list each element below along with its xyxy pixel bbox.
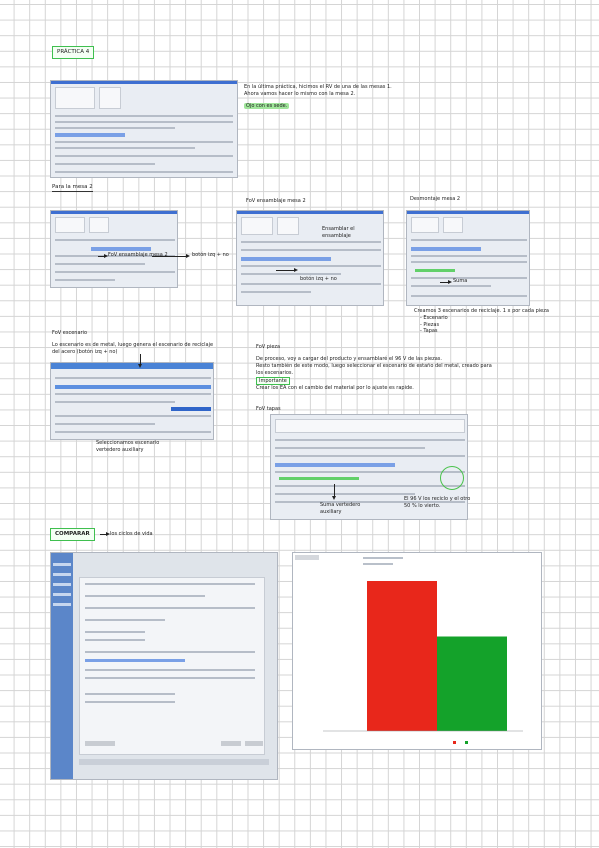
fov-tapas-label: FoV tapas [256,406,281,412]
fov-pieza-text-1: De proceso, voy a cargar del producto y … [256,356,442,362]
arrow-boton-2 [276,268,298,272]
screenshot-desmontaje [406,210,530,306]
fov-escenario-text: Lo escenario es de metal, luego genera e… [52,342,214,355]
label-boton: botón izq + no [192,252,229,258]
arrow-escenario [138,354,142,368]
arrow-suma-vertedero [332,484,336,500]
screenshot-pieza [270,414,468,520]
fov-pieza-heading: FoV pieza [256,344,281,350]
arrow-fov [98,254,108,258]
important-tag: Importante [256,377,290,386]
green-note: El 96 V los reciclo y el otro 50 % lo vi… [404,496,471,509]
intro-text: En la última práctica, hicimos el RV de … [244,84,424,109]
screenshot-ensamblaje [236,210,384,306]
bar-chart [323,581,523,744]
screenshot-escenario [50,362,214,440]
section-mesa-heading: Para la mesa 2 [52,184,93,193]
legend-swatch-red [453,741,456,744]
fov-escenario-heading: FoV escenario [52,330,88,336]
creamos-item-text: Escenario [423,314,448,321]
creamos-block: Creamos 3 escenarios de reciclaje. 1 x p… [414,308,594,335]
label-desmontaje: Desmontaje mesa 2 [410,196,461,202]
intro-note: Ojo con es sede. [244,102,290,109]
intro-line-1: En la última práctica, hicimos el RV de … [244,84,392,90]
legend [453,741,468,744]
legend-swatch-green [465,741,468,744]
fov-pieza-text: De proceso, voy a cargar del producto y … [256,356,496,392]
creamos-text: Creamos 3 escenarios de reciclaje. 1 x p… [414,308,549,314]
label-suma: Suma [453,278,468,284]
bar-0 [367,581,437,731]
label-fov-mesa: FoV ensamblaje mesa 2 [108,252,168,258]
title-text: PRÁCTICA 4 [57,49,90,55]
fov-pieza-text-3: Crear los EA con el cambio del material … [256,385,414,391]
creamos-item: - Tapas [420,328,438,335]
creamos-item: - Piezas [420,321,440,328]
comparar-label: COMPARAR [50,528,95,542]
screenshot-mesa-2 [50,210,178,288]
screenshot-comparison-chart [292,552,542,750]
arrow-boton [152,254,190,258]
bar-series [323,581,523,732]
fov-escenario-note: Seleccionamos escenario vertedero auxili… [96,440,160,453]
highlight-circle [440,466,464,490]
fov-pieza-text-2: Resto también de este modo, luego selecc… [256,362,492,376]
arrow-suma [440,280,452,284]
arrow-comparar [100,532,110,536]
creamos-item-text: Tapas [423,328,438,335]
intro-line-2: Ahora vamos hacer lo mismo con la mesa 2… [244,90,356,97]
screenshot-project-setup [50,552,278,780]
label-boton-2: botón izq + no [300,276,337,282]
screenshot-openlca-process-1 [50,80,238,178]
label-ensamblar: Ensamblar el ensamblaje [322,226,355,239]
comparar-sub: los ciclos de vida [110,531,153,537]
bar-1 [437,636,507,731]
label-fov-ensamblaje: FoV ensamblaje mesa 2 [246,198,306,204]
fov-suma-label: Suma vertedero auxiliary [320,502,361,515]
creamos-item: - Escenario [420,314,448,321]
creamos-item-text: Piezas [423,321,440,328]
page-title: PRÁCTICA 4 [52,46,95,60]
